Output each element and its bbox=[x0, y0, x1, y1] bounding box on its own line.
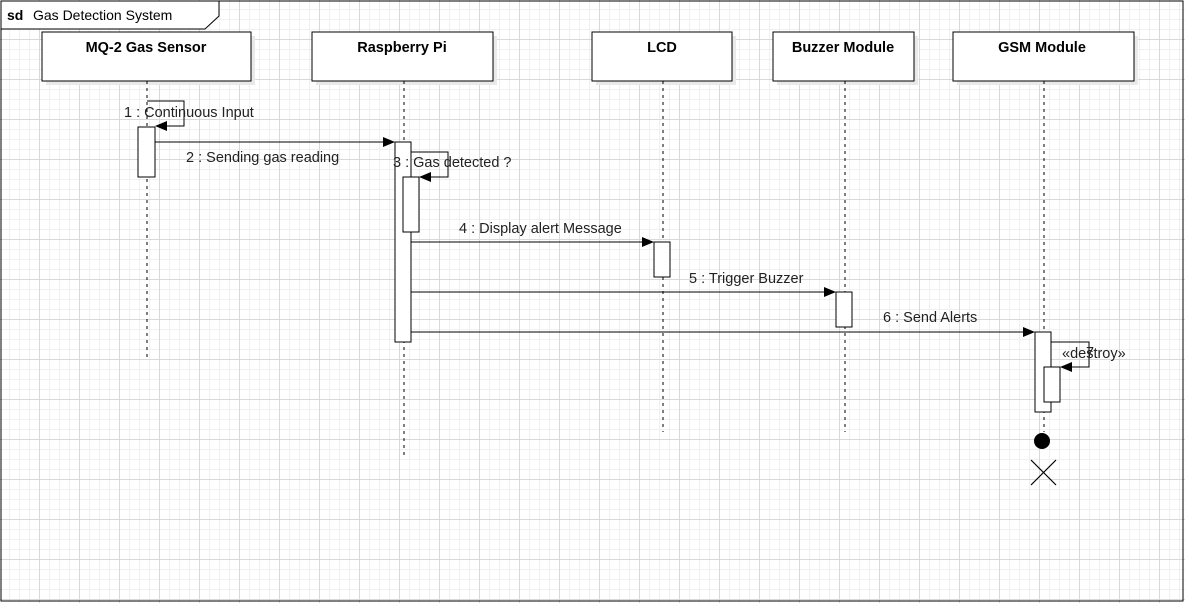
destruction-x-line-2 bbox=[1030, 459, 1057, 486]
message-3-arrow[interactable] bbox=[411, 151, 449, 182]
participant-mq2[interactable]: MQ-2 Gas Sensor bbox=[41, 31, 252, 82]
participant-box-gsm[interactable] bbox=[952, 31, 1135, 82]
participant-buzzer[interactable]: Buzzer Module bbox=[772, 31, 915, 82]
participant-box-rpi[interactable] bbox=[311, 31, 494, 82]
final-state-dot bbox=[1034, 433, 1050, 449]
participant-lcd[interactable]: LCD bbox=[591, 31, 733, 82]
participant-label-lcd: LCD bbox=[647, 40, 677, 56]
message-6-label: 6 : Send Alerts bbox=[883, 310, 977, 326]
message-7-label: 7 bbox=[1086, 345, 1094, 361]
participant-box-buzzer[interactable] bbox=[772, 31, 915, 82]
frame-title: Gas Detection System bbox=[33, 7, 172, 23]
message-4-label: 4 : Display alert Message bbox=[459, 221, 622, 237]
participant-label-gsm: GSM Module bbox=[998, 40, 1086, 56]
message-3-label: 3 : Gas detected ? bbox=[393, 155, 512, 171]
activation-rpi-main bbox=[394, 141, 412, 343]
participant-label-mq2: MQ-2 Gas Sensor bbox=[86, 40, 207, 56]
message-7-stereotype: «destroy» bbox=[1062, 346, 1126, 362]
message-2-label: 2 : Sending gas reading bbox=[186, 150, 339, 166]
activation-mq2 bbox=[137, 126, 156, 178]
activation-rpi-nested bbox=[402, 176, 420, 233]
participant-rpi[interactable]: Raspberry Pi bbox=[311, 31, 494, 82]
activation-gsm-nested bbox=[1043, 366, 1061, 403]
activation-lcd bbox=[653, 241, 671, 278]
participant-gsm[interactable]: GSM Module bbox=[952, 31, 1135, 82]
participant-label-buzzer: Buzzer Module bbox=[792, 40, 894, 56]
participant-label-rpi: Raspberry Pi bbox=[357, 40, 446, 56]
participant-box-lcd[interactable] bbox=[591, 31, 733, 82]
message-5-label: 5 : Trigger Buzzer bbox=[689, 271, 804, 287]
message-1-arrow[interactable] bbox=[147, 100, 185, 131]
frame-keyword: sd bbox=[7, 7, 23, 23]
message-1-label: 1 : Continuous Input bbox=[124, 105, 254, 121]
activation-buzzer bbox=[835, 291, 853, 328]
frame-tab bbox=[0, 0, 220, 30]
message-7-arrow[interactable] bbox=[1051, 341, 1090, 372]
